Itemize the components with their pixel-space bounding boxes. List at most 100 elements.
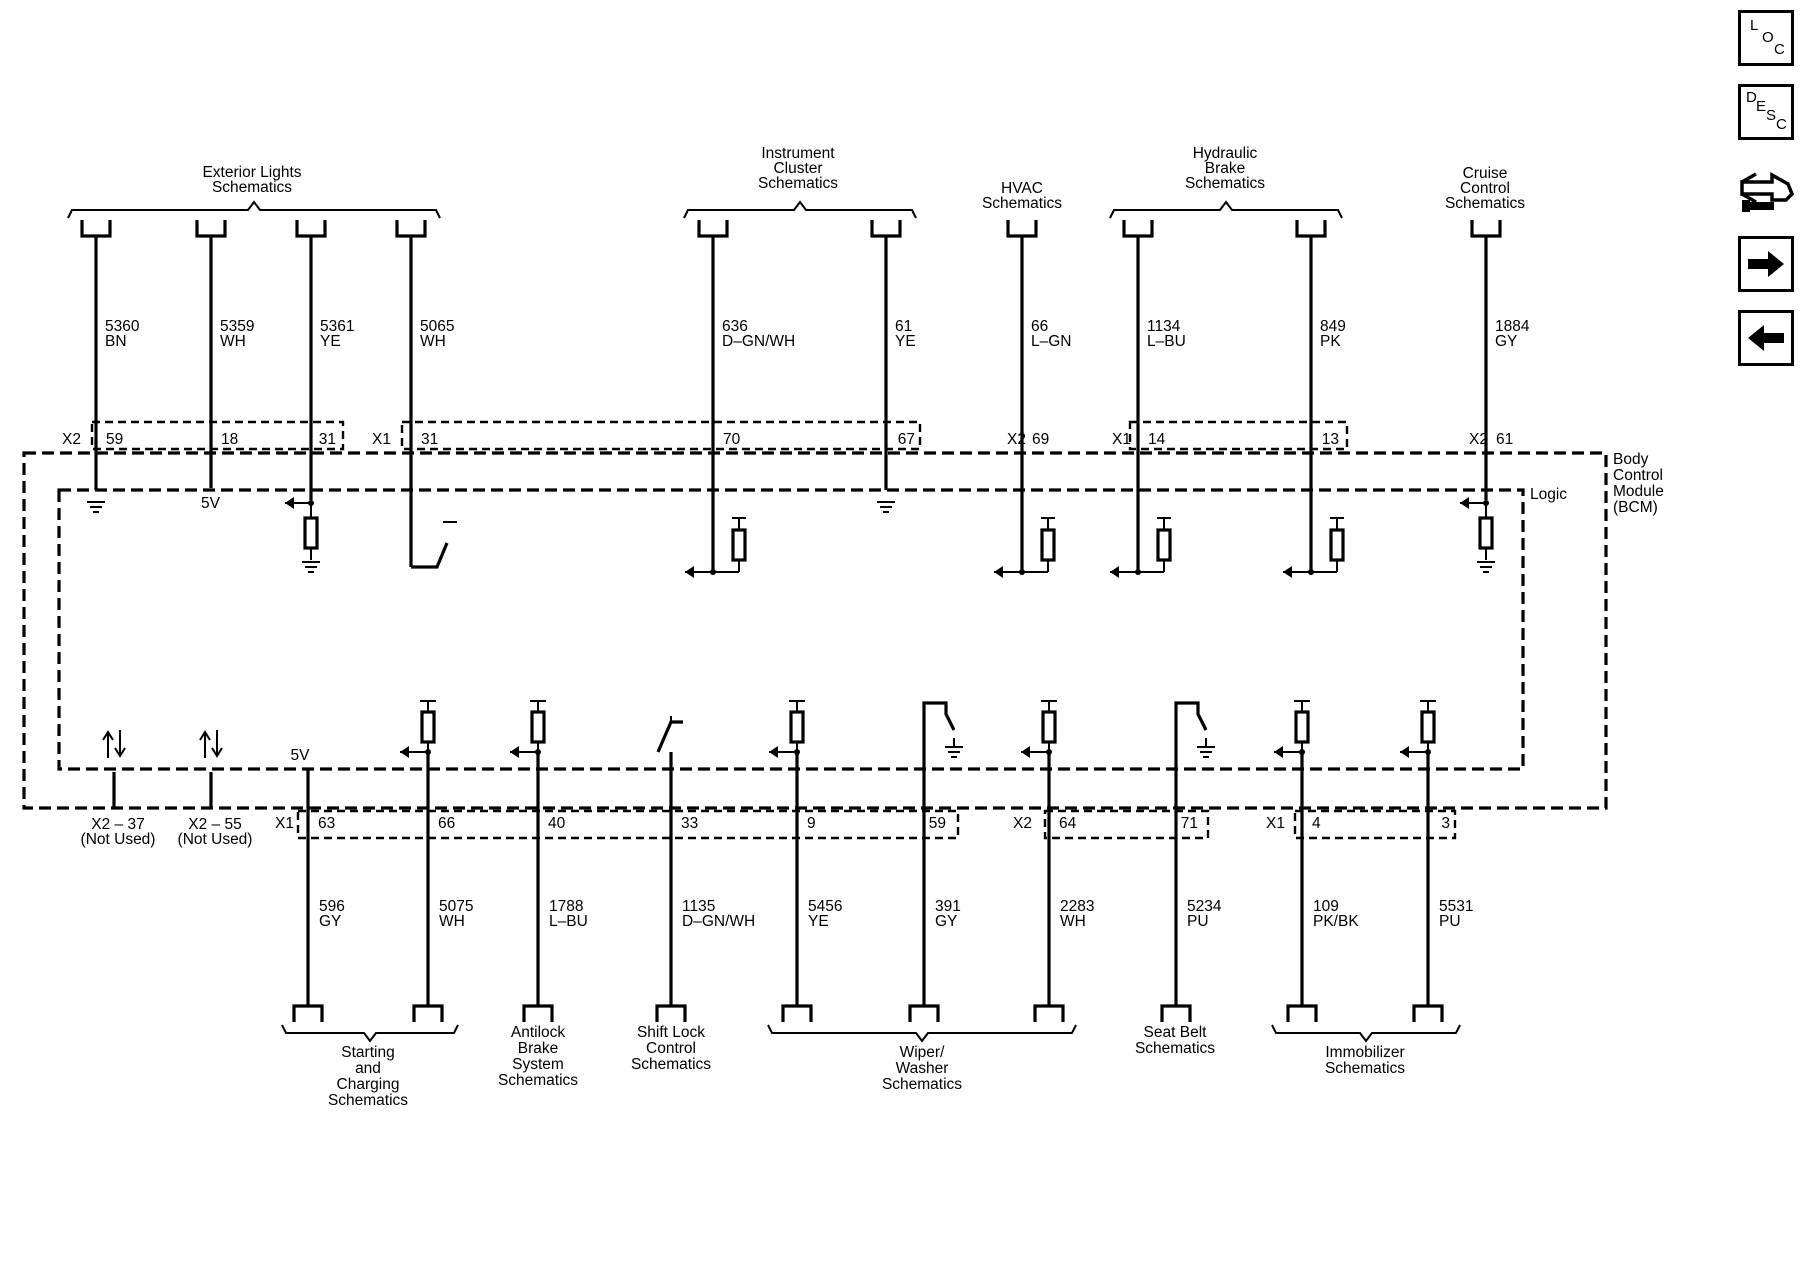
circuit-number: 1135 bbox=[682, 898, 715, 915]
bottom-group-label: Schematics bbox=[631, 1056, 711, 1073]
connector-group-top bbox=[1128, 420, 1349, 451]
unused-pin-note: (Not Used) bbox=[178, 831, 253, 848]
resistor-symbol bbox=[731, 528, 747, 562]
connector-id: X1 bbox=[275, 815, 294, 832]
top-group-label: Schematics bbox=[212, 179, 292, 196]
top-group-label: Schematics bbox=[982, 195, 1062, 212]
wire-color: YE bbox=[320, 333, 341, 350]
desc-letter-e: E bbox=[1756, 98, 1767, 115]
junction-dot bbox=[794, 749, 800, 755]
signal-arrow bbox=[1110, 566, 1119, 578]
connector-id: X1 bbox=[372, 431, 391, 448]
bottom-group-label: and bbox=[355, 1060, 381, 1077]
wire-color: D–GN/WH bbox=[682, 913, 755, 930]
wire-color: GY bbox=[1495, 333, 1517, 350]
pin-number: 3 bbox=[1441, 815, 1450, 832]
pin-number: 13 bbox=[1322, 431, 1339, 448]
bottom-group-label: Seat Belt bbox=[1144, 1024, 1208, 1041]
wire-color: WH bbox=[1060, 913, 1086, 930]
connector-id: X1 bbox=[1112, 431, 1131, 448]
connector-terminal bbox=[292, 1004, 324, 1022]
pin-number: 63 bbox=[318, 815, 335, 832]
connector-terminal bbox=[1033, 1004, 1065, 1022]
circuit-number: 5456 bbox=[808, 898, 842, 915]
bottom-group-label: Schematics bbox=[882, 1076, 962, 1093]
connector-terminal bbox=[412, 1004, 444, 1022]
wire-color: PU bbox=[1187, 913, 1209, 930]
connector-terminal bbox=[1286, 1004, 1318, 1022]
forward-button[interactable] bbox=[1738, 236, 1794, 292]
arrow-left-icon bbox=[1748, 325, 1784, 351]
signal-arrow bbox=[994, 566, 1003, 578]
circuit-number: 5359 bbox=[220, 318, 254, 335]
circuit-number: 61 bbox=[895, 318, 912, 335]
resistor-symbol bbox=[1478, 516, 1494, 550]
circuit-number: 2283 bbox=[1060, 898, 1094, 915]
wire-color: PK/BK bbox=[1313, 913, 1359, 930]
bidirectional-arrow bbox=[114, 730, 126, 758]
wire-color: YE bbox=[808, 913, 829, 930]
top-group-label: Schematics bbox=[1185, 175, 1265, 192]
loc-letter-c: C bbox=[1774, 41, 1785, 58]
harness-bracket bbox=[683, 200, 917, 219]
bottom-group-label: Schematics bbox=[498, 1072, 578, 1089]
connector-terminal bbox=[697, 220, 729, 238]
connector-terminal bbox=[395, 220, 427, 238]
connector-terminal bbox=[1412, 1004, 1444, 1022]
back-button[interactable] bbox=[1738, 310, 1794, 366]
connector-id: X2 bbox=[1013, 815, 1032, 832]
pin-number: 70 bbox=[723, 431, 741, 448]
bottom-group-label: Schematics bbox=[328, 1092, 408, 1109]
connector-terminal bbox=[908, 1004, 940, 1022]
pin-number: 18 bbox=[221, 431, 238, 448]
harness-bracket bbox=[1271, 1024, 1461, 1043]
top-group-label: HVAC bbox=[1001, 180, 1043, 197]
wrench-icon[interactable] bbox=[1738, 160, 1794, 216]
connector-terminal bbox=[1470, 220, 1502, 238]
connector-terminal bbox=[1160, 1004, 1192, 1022]
circuit-number: 636 bbox=[722, 318, 748, 335]
connector-id: X2 bbox=[62, 431, 81, 448]
resistor-symbol bbox=[1156, 528, 1172, 562]
top-group-label: Hydraulic bbox=[1193, 145, 1258, 162]
top-group-label: Control bbox=[1460, 180, 1510, 197]
wire-color: BN bbox=[105, 333, 127, 350]
pin-number: 69 bbox=[1032, 431, 1049, 448]
location-button[interactable]: L O C bbox=[1738, 10, 1794, 66]
desc-letter-d: D bbox=[1746, 89, 1757, 106]
resistor-symbol bbox=[1040, 528, 1056, 562]
bidirectional-arrow bbox=[211, 730, 223, 758]
arrow-right-icon bbox=[1748, 251, 1784, 277]
resistor-symbol bbox=[530, 710, 546, 744]
circuit-number: 66 bbox=[1031, 318, 1048, 335]
junction-dot bbox=[425, 749, 431, 755]
wire-color: PU bbox=[1439, 913, 1461, 930]
bottom-group-label: Wiper/ bbox=[900, 1044, 945, 1061]
wire-color: YE bbox=[895, 333, 916, 350]
signal-arrow bbox=[1460, 497, 1469, 509]
harness-bracket bbox=[767, 1024, 1077, 1043]
connector-terminal bbox=[80, 220, 112, 238]
module-name-line: Control bbox=[1613, 467, 1663, 484]
harness-bracket bbox=[67, 200, 441, 219]
resistor-symbol bbox=[1329, 528, 1345, 562]
module-name-line: Module bbox=[1613, 483, 1664, 500]
signal-arrow bbox=[285, 497, 294, 509]
connector-group-bottom bbox=[1293, 809, 1457, 840]
connector-terminal bbox=[870, 220, 902, 238]
description-button[interactable]: D E S C bbox=[1738, 84, 1794, 140]
harness-bracket bbox=[1109, 200, 1343, 219]
connector-terminal bbox=[655, 1004, 687, 1022]
connector-group-bottom bbox=[1043, 809, 1210, 840]
circuit-number: 596 bbox=[319, 898, 345, 915]
connector-terminal bbox=[1295, 220, 1327, 238]
unused-pin-id: X2 – 55 bbox=[188, 816, 241, 833]
connector-group-top bbox=[90, 420, 345, 451]
switch-symbol bbox=[922, 701, 956, 752]
signal-arrow bbox=[769, 746, 778, 758]
resistor-symbol bbox=[789, 710, 805, 744]
top-group-label: Schematics bbox=[758, 175, 838, 192]
circuit-number: 1134 bbox=[1147, 318, 1181, 335]
circuit-number: 5234 bbox=[1187, 898, 1222, 915]
